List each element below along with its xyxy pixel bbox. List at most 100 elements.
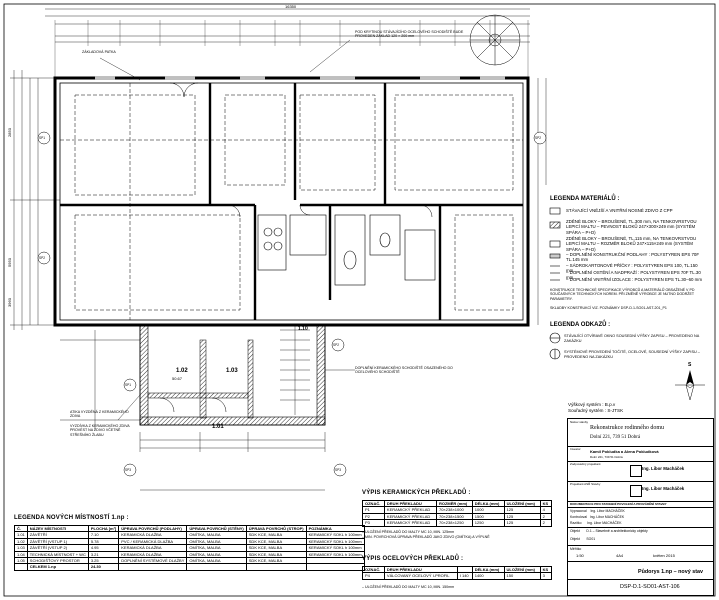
legend-material-5: – SÁDROKARTONOVÉ PŘÍČKY : POLYSTYREN EPS… [566, 263, 698, 274]
room-tag-110: 1.10 [298, 326, 308, 332]
cell: SCHODIŠŤOVÝ PROSTOR [26, 556, 89, 565]
room-tag-102: 1.02 [176, 368, 188, 374]
ceramic-table-title: VÝPIS KERAMICKÝCH PŘEKLADŮ : [362, 490, 471, 496]
tb-name-label: Název stavby [570, 420, 589, 424]
tb-format: 4A4 [616, 553, 624, 558]
legend-material-6: – DOPLNĚNÍ OSTĚNÍ A NADPRAŽÍ : POLYSTYRE… [566, 270, 701, 281]
cell: KERAMICKÝ SOKL h 100mm [305, 544, 365, 552]
tb-office: DOKUMENTACE PRO STAVEBNÍ POVOLENÍ A PROV… [570, 502, 667, 506]
room-col-area: PLOCHA [m²] [87, 524, 120, 533]
axis-label-5: SP2 [333, 343, 340, 347]
room-tag-103: 1.03 [226, 368, 238, 374]
cell: OMÍTKA, MALBA [186, 544, 247, 552]
axis-label-7: SP3 [335, 468, 342, 472]
legend-footnote-2: SKLADBY KONSTRUKCÍ VIZ. POZNÁMKY DSP-D.1… [550, 306, 667, 310]
right-dimension-lines [537, 78, 547, 325]
left-dimension-lines [10, 70, 60, 330]
legend-materials-title: LEGENDA MATERIÁLŮ : [550, 196, 620, 202]
legend-material-1: STÁVAJÍCÍ VNĚJŠÍ A VNITŘNÍ NOSNÉ ZDIVO Z… [566, 208, 673, 213]
col: DRUH PŘEKLADU [383, 499, 437, 508]
cell: 70×238×1250 [435, 519, 473, 527]
tb-project: Rekonstrukce rodinného domu [590, 425, 664, 431]
room-col-floor: ÚPRAVA POVRCHŮ (PODLAHY) [118, 524, 188, 533]
tb-stamp-2 [630, 485, 642, 497]
tb-scale-label: Měřítko [570, 547, 582, 551]
cell: I 140 [456, 572, 473, 580]
dimension-left-3: 3960 [6, 298, 12, 307]
note-foundation-pad: ZÁKLADOVÁ PATKA [82, 50, 116, 54]
tb-row-5-label: Objekt [570, 537, 580, 541]
legend-material-7: – DOPLNĚNÍ VNITŘNÍ IZOLACE : POLYSTYREN … [566, 277, 702, 282]
legend-marks-title: LEGENDA ODKAZŮ : [550, 322, 611, 328]
room-table-title: LEGENDA NOVÝCH MÍSTNOSTÍ 1.np : [14, 515, 129, 521]
tb-architect-1: Ing. Libor Macháček [642, 466, 685, 471]
cell [14, 563, 28, 571]
top-dimension-lines [45, 8, 530, 78]
legend-material-4: – DOPLNĚNÍ KONSTRUKČNÍ PODLAHY : POLYSTY… [566, 252, 700, 263]
cell: P3 [362, 519, 385, 527]
col: ULOŽENÍ (mm) [503, 499, 541, 508]
legend-mark-2: SYSTÉMOVÉ PROVEDENÍ TOČITÉ, OCELOVÉ, SOU… [564, 350, 700, 359]
cell [118, 563, 188, 571]
tb-investor-label: Investor [570, 447, 581, 451]
cell: 125 [503, 519, 541, 527]
tb-architect-2: Ing. Libor Macháček [642, 486, 685, 491]
axis-label-6: SP3 [125, 468, 132, 472]
cell: DOPLNĚNÍ SYSTÉMOVÉ DLAŽBY [118, 556, 188, 565]
total-label: CELKEM 1.np [26, 563, 89, 571]
col: KS [539, 565, 553, 574]
cell: 150 [503, 572, 541, 580]
cell: VÁLCOVANÝ OCELOVÝ I-PROFIL [383, 572, 458, 580]
cell: 1400 [471, 572, 505, 580]
tb-row-4-value: D.1 – Stavebně a architektonicky objekty [586, 529, 648, 533]
col: ULOŽENÍ (mm) [503, 565, 541, 574]
tb-row-2-value: Ing. Libor MACHÁČEK [589, 515, 625, 519]
north-arrow-icon [675, 370, 705, 401]
legend-material-3: ZDĚNÉ BLOKY – BROUŠENÉ, TL.115 mm, NA TE… [566, 236, 697, 252]
cell: 3.25 [87, 556, 120, 565]
tb-row-2-label: Kontroloval [570, 515, 587, 519]
note-attic-wall: ATIKA VYZDĚNÁ Z KERAMICKÉHO ZDIVA [70, 410, 129, 419]
tb-row-3-value: Ing. Libor MACHÁČEK [587, 521, 622, 525]
legend-swatches [549, 207, 561, 281]
room-col-ceiling: ÚPRAVA POVRCHŮ (STROP) [245, 524, 307, 533]
note-stair-foundation: POD KRYTINOU STÁVAJÍCÍHO OCELOVÉHO SCHOD… [355, 30, 464, 39]
ceramic-note-1: – ULOŽENÍ PŘEKLADŮ DO MALTY MC 10, MIN. … [362, 530, 455, 534]
room-tag-102-area: 50.67 [172, 376, 183, 381]
note-infill-wall: VYZDÍVKA Z KERAMICKÉHO ZDIVA PROVÉST NA … [70, 424, 130, 437]
tb-row-4: Objekt D.1 – Stavebně a architektonicky … [570, 529, 648, 533]
tb-row-1: Vypracoval Ing. Libor MACHÁČEK [570, 509, 625, 513]
axis-markers [37, 131, 547, 477]
tb-drawing-no: DSP-D.1-SO01-AST-106 [620, 584, 680, 590]
tb-address: Dolní 221, 739 51 Dobrá [590, 435, 641, 440]
title-block: Název stavby Rekonstrukce rodinného domu… [567, 418, 714, 596]
sheet-frame [3, 3, 716, 597]
note-ceramic-stair: DOPLNĚNÍ KERAMICKÉHO SCHODIŠTĚ OSAZENÉHO… [355, 366, 453, 375]
axis-label-4: SP1 [125, 383, 132, 387]
tb-stamp-1 [630, 465, 642, 477]
cell: OMÍTKA, MALBA [186, 531, 247, 539]
tb-row-4-label: Objekt [570, 529, 580, 533]
cell [245, 563, 307, 571]
tb-date: květen 2015 [653, 553, 675, 558]
cell: 70×238×1000 [435, 506, 473, 514]
cell: 3.21 [87, 550, 120, 559]
tb-responsible-label: Zodpovědný projektant [570, 462, 601, 466]
cell [305, 556, 365, 565]
height-system: Výškový systém : B.p.v Souřadný systém :… [568, 402, 623, 414]
col: ROZMĚR (mm) [435, 499, 473, 508]
legend-mark-1: STÁVAJÍCÍ OTVÍRAVÉ OKNO SOUSEDNÍ VÝŠKY Z… [564, 334, 700, 343]
tb-investor-addr: Dolní 221, 739 51 Dobrá [590, 455, 623, 459]
axis-label-2: SP2 [39, 256, 46, 260]
building-walls [53, 76, 530, 327]
legend-footnote: KONSTRUKCE TECHNICKÉ SPECIFIKACE VÝROBCŮ… [550, 288, 695, 301]
tb-row-1-value: Ing. Libor MACHÁČEK [590, 509, 625, 513]
tb-investor: Kamil Pokludka a Alena Pokludková [590, 449, 659, 454]
ceramic-note-2: – MIN. POVRCHOVÁ ÚPRAVA PŘEKLADŮ JAKO ZD… [362, 535, 490, 539]
